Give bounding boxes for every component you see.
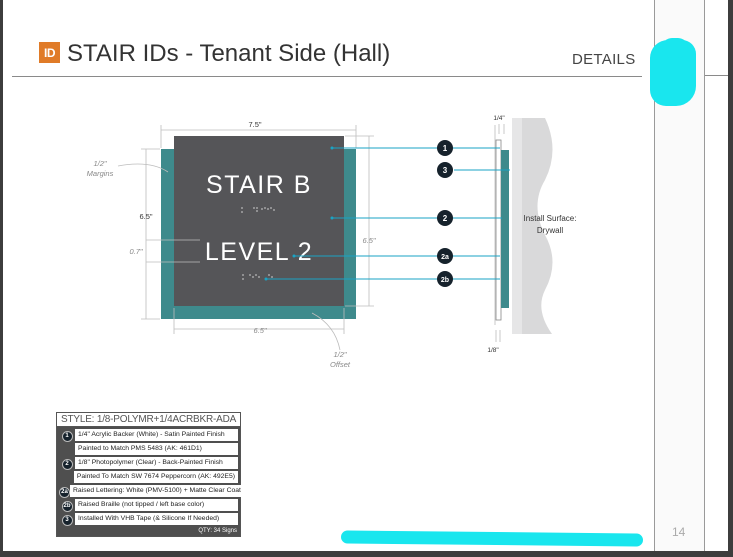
frame-right bbox=[728, 0, 733, 557]
dim-height-left: 6.5" bbox=[139, 212, 152, 221]
sign-line-2: LEVEL 2 bbox=[205, 238, 313, 266]
id-badge-icon: ID bbox=[39, 42, 60, 63]
style-spec-row-text: Installed With VHB Tape (& Silicone If N… bbox=[75, 513, 238, 525]
style-spec-row-text: Raised Braille (not tipped / left base c… bbox=[75, 499, 238, 511]
header-rule bbox=[12, 76, 642, 77]
braille-line-2 bbox=[242, 274, 273, 280]
dim-margins-value: 1/2" bbox=[93, 159, 106, 168]
dim-thickness-bottom: 1/8" bbox=[487, 347, 499, 354]
callout-2-label: 2 bbox=[443, 214, 448, 223]
style-spec-qty: QTY: 34 Signs bbox=[57, 527, 240, 536]
dim-panel-width-bottom: 6.5" bbox=[253, 326, 266, 335]
photopolymer-panel bbox=[174, 136, 344, 306]
details-label: DETAILS bbox=[572, 51, 636, 68]
dim-panel-height-right: 6.5" bbox=[362, 236, 375, 245]
style-spec-title: STYLE: 1/8-POLYMR+1/4ACRBKR-ADA bbox=[57, 413, 240, 427]
frame-left bbox=[0, 0, 3, 557]
style-spec-row-number: 2 bbox=[59, 458, 75, 470]
callout-1-label: 1 bbox=[443, 144, 448, 153]
dim-margins-label: Margins bbox=[87, 169, 114, 178]
page-title: STAIR IDs - Tenant Side (Hall) bbox=[67, 40, 391, 67]
dim-width-top: 7.5" bbox=[248, 120, 261, 129]
callout-2b-label: 2b bbox=[441, 277, 449, 284]
dim-offset-value: 1/2" bbox=[333, 350, 346, 359]
callout-2a bbox=[437, 248, 453, 264]
callout-badge-icon: 2a bbox=[59, 486, 70, 498]
style-spec-row-text: 1/8" Photopolymer (Clear) - Back-Painted… bbox=[75, 457, 238, 469]
drywall-surface bbox=[512, 118, 553, 334]
profile-photopolymer bbox=[501, 150, 509, 308]
style-spec-row-number: 3 bbox=[59, 514, 75, 526]
style-spec-row: Painted To Match SW 7674 Peppercorn (AK:… bbox=[59, 471, 238, 485]
callout-3-label: 3 bbox=[443, 166, 448, 175]
dimension-lines bbox=[117, 125, 374, 351]
braille-line-1 bbox=[241, 207, 275, 213]
install-surface-material: Drywall bbox=[537, 226, 563, 235]
install-surface-label: Install Surface: bbox=[524, 214, 577, 223]
dim-thickness-top: 1/4" bbox=[493, 115, 505, 122]
frame-bottom bbox=[0, 551, 733, 557]
sign-line-1: STAIR B bbox=[206, 171, 312, 199]
callout-2 bbox=[437, 210, 453, 226]
style-spec-row-number: 2b bbox=[59, 500, 75, 512]
callout-3 bbox=[437, 162, 453, 178]
style-spec-row-text: 1/4" Acrylic Backer (White) - Satin Pain… bbox=[75, 429, 238, 441]
style-spec-row-text: Painted to Match PMS 5483 (AK: 461D1) bbox=[75, 443, 238, 455]
callout-2a-label: 2a bbox=[441, 254, 449, 261]
style-spec-row: Painted to Match PMS 5483 (AK: 461D1) bbox=[59, 443, 238, 457]
dim-lettering-height: 0.7" bbox=[129, 247, 142, 256]
callout-badge-icon: 1 bbox=[61, 430, 73, 442]
redaction-mark-top-2 bbox=[662, 38, 688, 58]
callout-1 bbox=[437, 140, 453, 156]
page-number: 14 bbox=[672, 525, 686, 539]
style-spec-row-number: 2a bbox=[59, 486, 70, 498]
callout-2b bbox=[437, 271, 453, 287]
dim-offset-label: Offset bbox=[330, 360, 351, 369]
style-spec-row-number: 1 bbox=[59, 430, 75, 442]
side-profile bbox=[494, 118, 553, 342]
style-spec-row-text: Painted To Match SW 7674 Peppercorn (AK:… bbox=[73, 471, 238, 483]
callout-badge-icon: 2 bbox=[61, 458, 73, 470]
callout-leaders bbox=[266, 147, 510, 280]
header-rule-right bbox=[705, 75, 728, 76]
style-spec-row-text: Raised Lettering: White (PMV-5100) + Mat… bbox=[70, 485, 244, 497]
callout-badge-icon: 3 bbox=[61, 514, 73, 526]
callout-badge-icon: 2b bbox=[61, 500, 73, 512]
profile-backer bbox=[495, 139, 502, 321]
